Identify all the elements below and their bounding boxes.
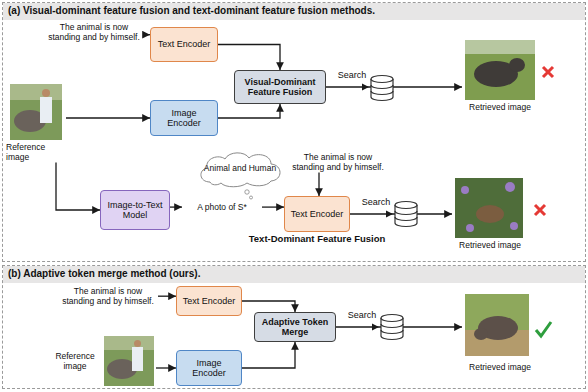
wrong-mark (543, 67, 553, 77)
arrow-head (372, 324, 379, 331)
photo-ground (10, 84, 62, 140)
database-top (381, 315, 403, 322)
image-node: Retrieved image (462, 40, 538, 112)
node-text: Text Encoder (291, 209, 344, 219)
process-box: Image-to-Text Model (100, 190, 170, 230)
photo-ground (104, 336, 154, 386)
connector (170, 206, 182, 207)
edge-label: Search (360, 197, 393, 207)
node-text: Image Encoder (154, 108, 214, 129)
text-block: The animal is now standing and by himsel… (44, 22, 144, 42)
node-text: Retrieved image (462, 102, 538, 112)
wrong-mark (535, 205, 545, 215)
process-box: Adaptive Token Merge (254, 312, 336, 342)
connector (218, 45, 280, 71)
connector (156, 367, 176, 368)
database-ring (395, 211, 417, 221)
node-text: Text Encoder (183, 296, 236, 306)
database-ring (381, 324, 403, 334)
photo-flower (461, 186, 469, 194)
right-mark (536, 322, 551, 336)
photo-ground (465, 40, 535, 100)
node-text: Text Encoder (158, 39, 211, 49)
photo-flower (466, 224, 474, 232)
database-top (395, 202, 417, 209)
image-node: Retrieved image (462, 294, 538, 372)
node-text: Retrieved image (462, 362, 538, 372)
node-text: Retrieved image (452, 240, 528, 250)
text-block: The animal is now standing and by himsel… (288, 152, 388, 172)
photo-back (465, 40, 535, 54)
cloud-shape (201, 153, 280, 187)
connector (56, 162, 100, 210)
photo-head (509, 58, 525, 72)
process-box: Image Encoder (176, 350, 242, 386)
photo-man (132, 347, 143, 371)
database-icon (395, 202, 417, 227)
connector (158, 296, 176, 297)
process-box: Image Encoder (150, 100, 218, 136)
edge-label: Search (346, 310, 379, 320)
database-icon (371, 76, 393, 101)
photo-head (474, 328, 488, 340)
connector (218, 104, 280, 118)
process-box: Text Encoder (176, 286, 242, 316)
arrow-head (386, 211, 393, 218)
panel: (b) Adaptive token merge method (ours). T… (2, 265, 586, 389)
connector (242, 342, 295, 368)
connector (318, 172, 319, 196)
arrow-head (362, 84, 369, 91)
box-heading: Text-Dominant Feature Fusion (249, 234, 386, 245)
edge-label: Search (336, 70, 369, 80)
text-block: A photo of S* (182, 202, 262, 212)
connector (262, 206, 284, 207)
image-node: Reference image (6, 84, 66, 162)
connector (66, 117, 150, 118)
database-top (371, 76, 393, 83)
photo-man (40, 97, 52, 123)
node-text: The animal is now standing and by himsel… (288, 152, 388, 172)
node-text: Image-to-Text Model (104, 200, 166, 221)
database-icon (381, 315, 403, 340)
database-ring (371, 85, 393, 95)
process-box: Visual-Dominant Feature Fusion (234, 70, 326, 104)
image-node: Reference image (48, 336, 156, 386)
photo-animal (476, 205, 504, 223)
process-box: Text EncoderText-Dominant Feature Fusion (284, 196, 350, 232)
node-text: Animal and Human (204, 163, 276, 173)
node-text: The animal is now standing and by himsel… (44, 22, 144, 42)
photo-back (104, 336, 154, 350)
node-text: A photo of S* (182, 202, 262, 212)
photo-flower (505, 182, 515, 192)
photo-flower (510, 222, 518, 230)
node-text: Image Encoder (180, 358, 238, 379)
node-text: Visual-Dominant Feature Fusion (238, 77, 322, 98)
node-text: The animal is now standing and by himsel… (58, 286, 158, 306)
photo-ground (455, 178, 523, 238)
panel-heading: (a) Visual-dominant feature fusion and t… (3, 3, 585, 20)
photo-ground (465, 294, 529, 356)
thought-cloud: Animal and Human (195, 148, 285, 188)
text-block: The animal is now standing and by himsel… (58, 286, 158, 306)
connector (326, 86, 462, 87)
photo-head (134, 340, 141, 347)
node-text: Reference image (6, 142, 66, 162)
image-node: Retrieved image (452, 178, 528, 250)
node-text: Reference image (48, 351, 102, 371)
thought-bubble (245, 190, 249, 194)
process-box: Text Encoder (150, 27, 218, 62)
connector (242, 301, 295, 312)
thought-bubble (250, 196, 253, 199)
photo-head (42, 89, 50, 97)
photo-back (10, 84, 62, 100)
panel: (a) Visual-dominant feature fusion and t… (2, 2, 586, 262)
node-text: Adaptive Token Merge (258, 317, 332, 338)
panel-heading: (b) Adaptive token merge method (ours). (3, 266, 585, 283)
